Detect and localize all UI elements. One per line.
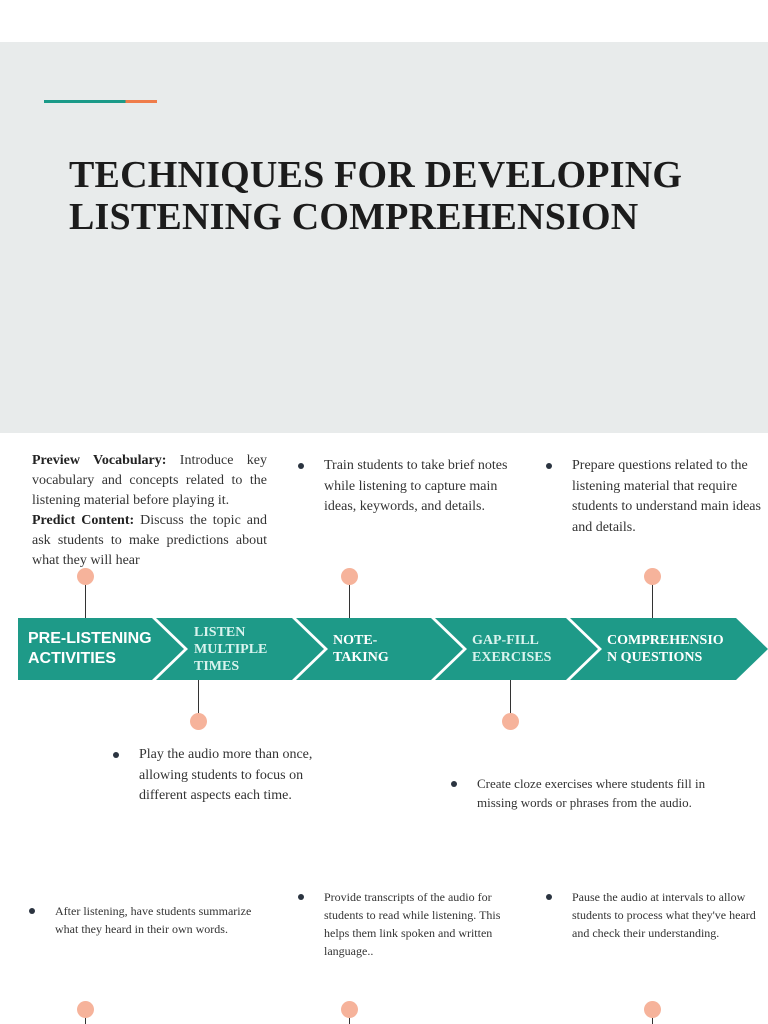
connector-line [85,580,86,618]
accent-line [44,100,157,103]
timeline-dot [341,568,358,585]
list-item: Train students to take brief notes while… [298,456,520,518]
timeline-dot [502,713,519,730]
list-item: Create cloze exercises where students fi… [451,774,721,812]
list-item: Prepare questions related to the listeni… [546,456,764,538]
timeline-dot [341,1001,358,1018]
page-title: TECHNIQUES FOR DEVELOPING LISTENING COMP… [69,154,683,238]
predict-content-heading: Predict Content: [32,513,135,528]
summarize-notes: After listening, have students summarize… [29,902,275,938]
listen-multiple-notes: Play the audio more than once, allowing … [113,745,339,807]
list-item: Pause the audio at intervals to allow st… [546,888,764,942]
preview-vocabulary-paragraph: Preview Vocabulary: Introduce key vocabu… [32,451,267,511]
stage-label-gap-fill: GAP-FILL EXERCISES [472,633,552,665]
predict-content-paragraph: Predict Content: Discuss the topic and a… [32,511,267,571]
stage-label-pre-listening: PRE-LISTENING ACTIVITIES [28,630,152,667]
pre-listening-description: Preview Vocabulary: Introduce key vocabu… [32,451,267,571]
timeline-dot [77,568,94,585]
connector-line [198,680,199,716]
timeline-dot [190,713,207,730]
gap-fill-notes: Create cloze exercises where students fi… [451,774,721,812]
list-item: After listening, have students summarize… [29,902,275,938]
predict-content-text: Discuss the topic and ask students to ma… [32,513,267,568]
note-taking-notes: Train students to take brief notes while… [298,456,520,518]
preview-vocabulary-text: Introduce key vocabulary and concepts re… [32,453,267,508]
timeline-dot [77,1001,94,1018]
title-panel [0,42,768,433]
connector-line [349,580,350,618]
connector-line [349,1014,350,1024]
stage-label-listen-multiple: LISTEN MULTIPLE TIMES [194,624,268,674]
timeline-dot [644,568,661,585]
comprehension-notes: Prepare questions related to the listeni… [546,456,764,538]
stage-label-note-taking: NOTE-TAKING [333,633,389,665]
list-item: Provide transcripts of the audio for stu… [298,888,524,960]
list-item: Play the audio more than once, allowing … [113,745,339,807]
connector-line [652,580,653,618]
connector-line [652,1014,653,1024]
transcripts-notes: Provide transcripts of the audio for stu… [298,888,524,960]
stage-label-comprehension: COMPREHENSIO N QUESTIONS [607,633,724,665]
connector-line [510,680,511,716]
timeline-dot [644,1001,661,1018]
pause-notes: Pause the audio at intervals to allow st… [546,888,764,942]
connector-line [85,1014,86,1024]
preview-vocabulary-heading: Preview Vocabulary: [32,453,167,468]
